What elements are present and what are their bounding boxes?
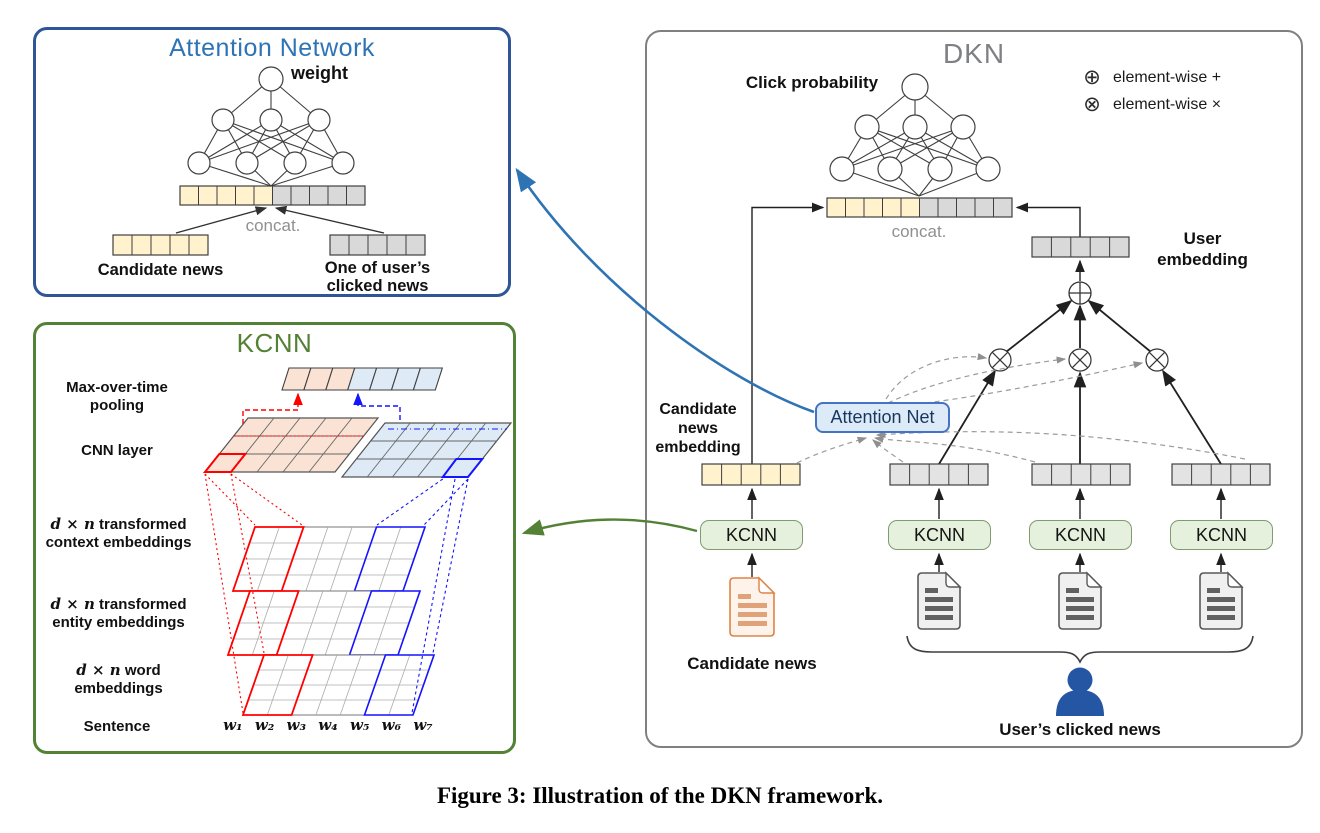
figure-caption: Figure 3: Illustration of the DKN framew… — [436, 783, 884, 808]
word-rest: word — [124, 662, 161, 679]
sentence-words: w₁ w₂ w₃ w₄ w₅ w₆ w₇ — [223, 716, 433, 734]
kcnn-diagram — [202, 367, 513, 716]
attention-candidate-bar — [112, 234, 209, 256]
clicked-embedding-bar-2 — [1031, 463, 1131, 486]
clicked-news-doc-icon-1 — [917, 572, 961, 630]
candidate-news-doc-icon — [729, 577, 775, 637]
dkn-concat-bar — [826, 197, 1013, 218]
attention-clicked-bar — [329, 234, 426, 256]
candidate-news-bar-label: Candidate news — [97, 261, 224, 279]
context-layer — [231, 526, 427, 592]
cne-line1: Candidate — [659, 401, 737, 418]
pooling-label-line2: pooling — [89, 397, 145, 414]
candidate-embedding-bar — [701, 463, 801, 486]
attention-nn-edges — [198, 78, 344, 187]
entity-line2: entity embeddings — [52, 614, 185, 631]
clicked-news-line1: One of user’s — [324, 259, 431, 277]
pooling-arrow-red — [242, 392, 303, 424]
kcnn-panel-title: KCNN — [236, 328, 313, 358]
sentence-label: Sentence — [83, 718, 151, 735]
legend-times-label: element-wise × — [1113, 95, 1222, 113]
cnn-grid-right — [340, 422, 513, 478]
attention-weight-curves — [796, 353, 1246, 464]
word-line2: embeddings — [74, 680, 163, 697]
element-wise-plus-icon: ⊕ — [1083, 65, 1101, 89]
candidate-news-embedding-label: Candidate news embedding — [647, 400, 749, 457]
pooling-label-line1: Max-over-time — [66, 379, 168, 396]
element-wise-plus-node — [1068, 281, 1092, 305]
clicked-news-brace — [906, 635, 1254, 664]
clicked-news-line2: clicked news — [326, 277, 429, 296]
clicked-embedding-bar-1 — [889, 463, 989, 486]
user-embedding-bar — [1031, 236, 1130, 258]
attention-concat-bar — [179, 185, 366, 206]
context-rest: transformed — [99, 516, 187, 533]
entity-embeddings-label: d × n transformed entity embeddings — [36, 595, 201, 632]
dkn-diagram — [701, 73, 1271, 716]
clicked-news-doc-icon-2 — [1058, 572, 1102, 630]
blue-projection-lines — [376, 478, 469, 714]
word-embeddings-label: d × n word embeddings — [36, 661, 201, 698]
embedding-stack — [226, 526, 436, 716]
context-math: d × n — [50, 515, 95, 533]
weight-label: weight — [291, 63, 348, 83]
kcnn-output-arrows — [747, 487, 1226, 519]
attention-nn-nodes — [187, 66, 355, 175]
users-clicked-news-label: User’s clicked news — [999, 720, 1161, 739]
dkn-concat-label: concat. — [891, 222, 947, 241]
clicked-news-bar-label: One of user’s clicked news — [305, 259, 450, 296]
context-embeddings-label: d × n transformed context embeddings — [36, 515, 201, 552]
user-embedding-line2: embedding — [1157, 250, 1248, 269]
attention-network-panel: Attention Network weight concat. Candida… — [33, 27, 511, 297]
element-wise-times-nodes — [988, 348, 1169, 372]
doc-input-arrows — [747, 552, 1226, 577]
dkn-panel-title: DKN — [942, 38, 1006, 69]
legend-row-times: ⊗ element-wise × — [1077, 91, 1221, 118]
entity-layer — [226, 590, 422, 656]
kcnn-box-clicked-2: KCNN — [1029, 520, 1132, 550]
pooling-arrow-blue — [353, 392, 401, 420]
dkn-nn-nodes — [829, 73, 1001, 182]
user-icon — [1056, 667, 1104, 716]
attention-concat-label: concat. — [245, 216, 301, 235]
cnn-layer-label: CNN layer — [81, 442, 153, 459]
context-line2: context embeddings — [45, 534, 192, 551]
dkn-panel: DKN Click probability ⊕ element-wise + ⊗… — [645, 30, 1303, 748]
kcnn-panel: KCNN Max-over-time pooling CNN layer d ×… — [33, 322, 516, 754]
legend: ⊕ element-wise + ⊗ element-wise × — [1077, 64, 1221, 118]
element-wise-times-icon: ⊗ — [1083, 92, 1101, 116]
clicked-embedding-bar-3 — [1171, 463, 1271, 486]
legend-plus-label: element-wise + — [1113, 68, 1222, 86]
attention-input-arrows — [175, 205, 385, 234]
pooling-bar — [281, 367, 444, 391]
cne-line3: embedding — [655, 439, 741, 456]
cne-line2: news — [677, 420, 718, 437]
red-projection-lines — [204, 473, 303, 714]
aggregation-lines — [938, 299, 1222, 465]
legend-row-plus: ⊕ element-wise + — [1077, 64, 1221, 91]
kcnn-box-clicked-1: KCNN — [888, 520, 991, 550]
click-probability-label: Click probability — [745, 73, 879, 92]
user-embedding-label: User embedding — [1145, 228, 1260, 270]
attention-net-box: Attention Net — [815, 402, 950, 433]
kcnn-box-clicked-3: KCNN — [1170, 520, 1273, 550]
user-to-concat-line — [1015, 202, 1081, 237]
cnn-grid-left — [202, 417, 380, 473]
clicked-news-doc-icon-3 — [1199, 572, 1243, 630]
entity-math: d × n — [50, 595, 95, 613]
user-embedding-line1: User — [1183, 229, 1222, 248]
attention-panel-title: Attention Network — [169, 34, 375, 62]
word-layer — [241, 654, 436, 716]
dkn-nn-edges — [841, 86, 989, 197]
pooling-label: Max-over-time pooling — [42, 379, 192, 415]
word-math: d × n — [76, 661, 121, 679]
kcnn-box-candidate: KCNN — [700, 520, 803, 550]
attention-network-diagram — [112, 66, 426, 256]
candidate-news-label: Candidate news — [687, 654, 817, 673]
entity-rest: transformed — [99, 596, 187, 613]
candidate-to-concat-line — [751, 202, 825, 464]
